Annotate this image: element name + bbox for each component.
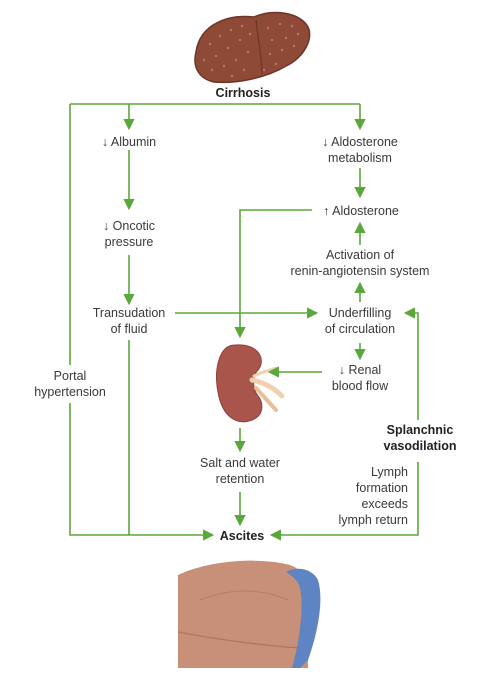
node-transudation: Transudation of fluid: [82, 305, 176, 337]
underfilling-line-1: Underfilling: [328, 306, 392, 320]
ascites-label: Ascites: [219, 529, 265, 543]
node-cirrhosis: Cirrhosis: [203, 85, 283, 101]
splanchnic-vasodilation-line-1: Splanchnic: [386, 423, 454, 437]
node-albumin: ↓ Albumin: [84, 134, 174, 150]
kidney-icon: [216, 344, 285, 423]
lymph-line-4: lymph return: [338, 513, 408, 527]
albumin-label: ↓ Albumin: [101, 135, 157, 149]
node-aldosterone-metabolism: ↓ Aldosterone metabolism: [295, 134, 425, 166]
raas-line-1: Activation of: [325, 248, 395, 262]
oncotic-pressure-line-2: pressure: [104, 235, 154, 249]
renal-blood-flow-line-2: blood flow: [331, 379, 389, 393]
arrow-splanchnic-to-underfilling: [403, 307, 419, 420]
node-portal-hypertension: Portal hypertension: [22, 368, 118, 400]
portal-hypertension-line-2: hypertension: [34, 385, 106, 399]
arrow-lymph-to-ascites: [269, 462, 419, 541]
node-raas: Activation of renin-angiotensin system: [280, 247, 440, 279]
aldosterone-label: ↑ Aldosterone: [323, 204, 399, 218]
node-splanchnic-vasodilation: Splanchnic vasodilation: [375, 422, 465, 454]
aldosterone-metabolism-line-2: metabolism: [328, 151, 392, 165]
abdomen-icon: [177, 560, 321, 668]
node-ascites: Ascites: [212, 528, 272, 544]
liver-icon: [194, 11, 311, 84]
node-salt-water-retention: Salt and water retention: [190, 455, 290, 487]
transudation-line-2: of fluid: [110, 322, 148, 336]
node-oncotic-pressure: ↓ Oncotic pressure: [84, 218, 174, 250]
lymph-line-3: exceeds: [361, 497, 408, 511]
lymph-line-2: formation: [355, 481, 408, 495]
connectors: [69, 103, 419, 541]
underfilling-line-2: of circulation: [324, 322, 396, 336]
lymph-line-1: Lymph: [370, 465, 408, 479]
node-lymph: Lymph formation exceeds lymph return: [318, 464, 408, 528]
salt-water-retention-line-1: Salt and water: [200, 456, 280, 470]
node-renal-blood-flow: ↓ Renal blood flow: [322, 362, 398, 394]
arrow-aldosterone-to-kidney: [234, 209, 312, 339]
oncotic-pressure-line-1: ↓ Oncotic: [102, 219, 156, 233]
raas-line-2: renin-angiotensin system: [290, 264, 430, 278]
renal-blood-flow-line-1: ↓ Renal: [338, 363, 382, 377]
node-aldosterone: ↑ Aldosterone: [309, 203, 413, 219]
salt-water-retention-line-2: retention: [215, 472, 265, 486]
splanchnic-vasodilation-line-2: vasodilation: [383, 439, 457, 453]
portal-hypertension-line-1: Portal: [53, 369, 87, 383]
node-underfilling: Underfilling of circulation: [310, 305, 410, 337]
cirrhosis-label: Cirrhosis: [215, 86, 271, 100]
aldosterone-metabolism-line-1: ↓ Aldosterone: [322, 135, 398, 149]
arrow-portal-to-ascites: [69, 403, 215, 541]
transudation-line-1: Transudation: [92, 306, 166, 320]
